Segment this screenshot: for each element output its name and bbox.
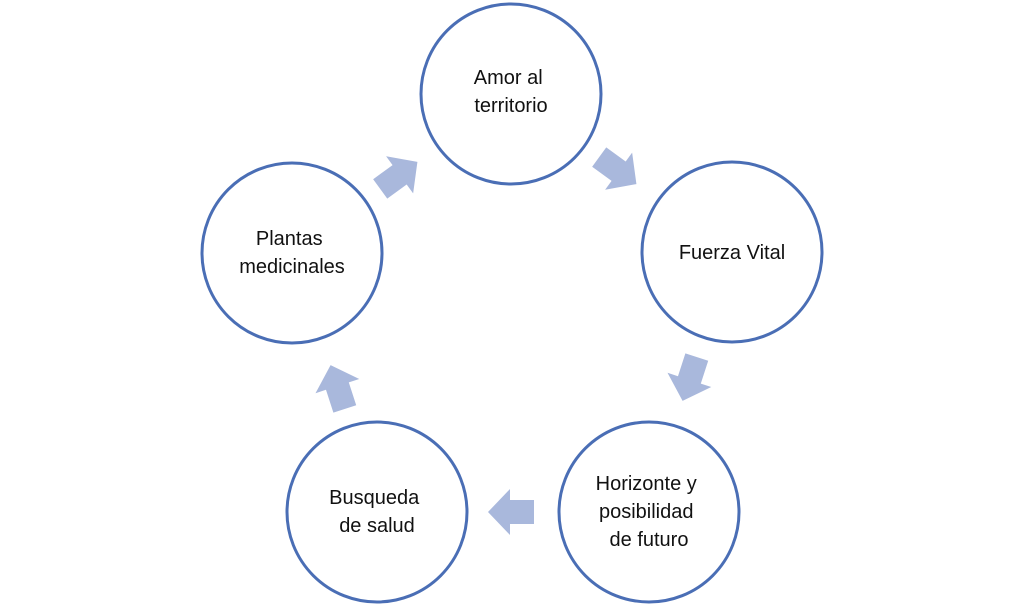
node-label-line: Horizonte y [596, 473, 697, 495]
node-circle [419, 2, 603, 186]
node-label: Fuerza Vital [679, 242, 785, 264]
node-label-line: Busqueda [329, 487, 420, 509]
node-circle [640, 160, 824, 344]
node-label-line: Plantas [256, 228, 323, 250]
arrow-amor-to-fuerza [592, 147, 637, 190]
node-busqueda-de-salud: Busqueda de salud [285, 420, 469, 604]
node-label: Horizonte y posibilidad de futuro [596, 473, 703, 551]
node-horizonte: Horizonte y posibilidad de futuro [557, 420, 741, 604]
node-amor-al-territorio: Amor al territorio [419, 2, 603, 186]
node-label-line: territorio [474, 95, 547, 117]
node-label-line: de futuro [610, 529, 689, 551]
node-label: Busqueda de salud [329, 487, 425, 537]
arrow-plantas-to-amor [373, 156, 418, 199]
node-circle [285, 420, 469, 604]
node-label-line: Fuerza Vital [679, 242, 785, 264]
node-label: Amor al territorio [474, 67, 548, 117]
node-label-line: medicinales [239, 256, 345, 278]
node-label-line: Amor al [474, 67, 543, 89]
arrow-busqueda-to-plantas [315, 365, 360, 413]
node-label-line: de salud [339, 515, 415, 537]
node-label-line: posibilidad [599, 501, 694, 523]
node-fuerza-vital: Fuerza Vital [640, 160, 824, 344]
arrow-fuerza-to-horizonte [667, 353, 712, 401]
arrow-horizonte-to-busqueda [488, 489, 534, 535]
node-circle [557, 420, 741, 604]
node-label: Plantas medicinales [239, 228, 345, 278]
node-circle [200, 161, 384, 345]
node-plantas-medicinales: Plantas medicinales [200, 161, 384, 345]
